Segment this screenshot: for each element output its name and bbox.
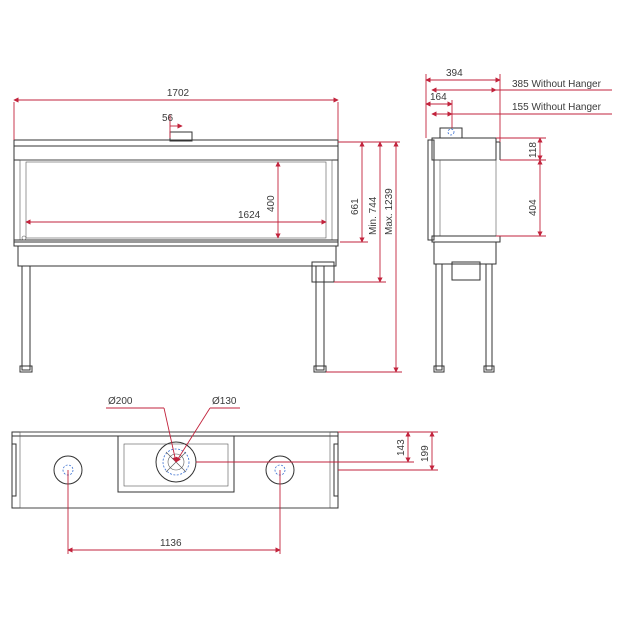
top-view: Ø200 Ø130 143 199 1136 — [11, 396, 438, 554]
dim-top-height: 118 — [528, 142, 539, 158]
front-base-frame — [17, 245, 337, 267]
dim-side-depth-note: 385 Without Hanger — [512, 79, 602, 90]
dim-inner-flue-diameter: Ø130 — [212, 396, 237, 407]
side-top-box — [431, 137, 497, 161]
side-base — [433, 241, 497, 265]
dim-flue-depth: 164 — [430, 92, 447, 103]
front-body — [13, 145, 339, 243]
dim-overall-width: 1702 — [167, 88, 190, 99]
dim-flue-offset-inner: 143 — [396, 439, 407, 456]
dim-side-depth: 394 — [446, 68, 463, 79]
front-bottom-trim — [13, 239, 339, 247]
dim-flue-offset-outer: 199 — [420, 445, 431, 462]
dim-glass-height: 400 — [266, 195, 277, 212]
dim-flue-offset: 56 — [162, 113, 174, 124]
dim-glass-width: 1624 — [238, 210, 261, 221]
side-flue-outlet — [439, 127, 463, 139]
dim-body-height: 661 — [350, 198, 361, 215]
side-right-leg — [485, 263, 493, 371]
dim-outer-flue-diameter: Ø200 — [108, 396, 133, 407]
dim-leg-spacing: 1136 — [160, 538, 182, 549]
flue-inner-ring — [162, 448, 190, 476]
front-view: 1702 56 1624 400 661 Min. 744 Max. 1239 — [13, 88, 402, 373]
front-right-leg — [315, 265, 325, 371]
dim-flue-depth-note: 155 Without Hanger — [512, 102, 602, 113]
dim-max-height: Max. 1239 — [384, 188, 395, 235]
front-control-box — [311, 261, 335, 283]
side-glass — [439, 159, 497, 237]
front-glass — [25, 161, 327, 239]
side-left-leg — [435, 263, 443, 371]
dim-side-glass-height: 404 — [528, 199, 539, 216]
dim-min-height: Min. 744 — [368, 196, 379, 235]
front-left-leg — [21, 265, 31, 371]
side-view: 394 385 Without Hanger 164 155 Without H… — [425, 68, 612, 373]
side-bottom-trim — [431, 235, 501, 243]
side-back-wall — [427, 139, 435, 241]
